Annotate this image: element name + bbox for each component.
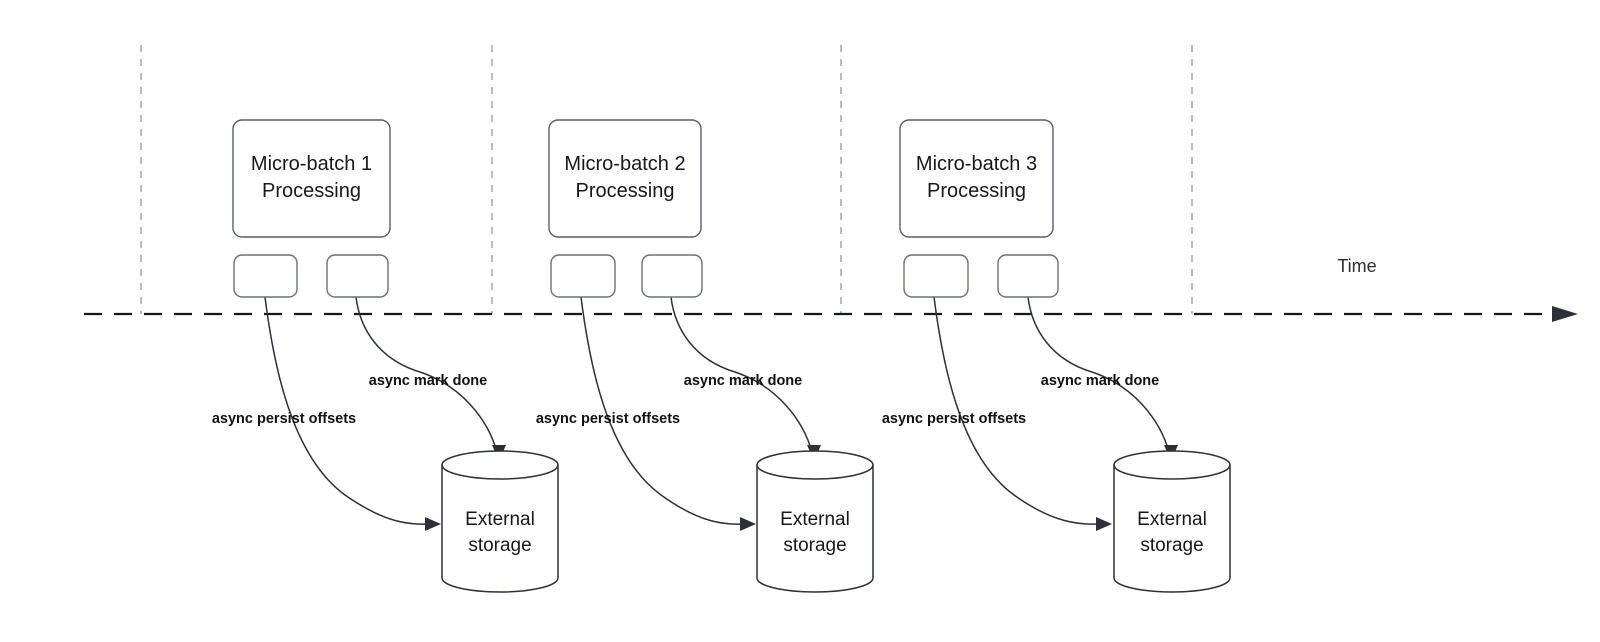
async-mark-done-3-curve (1027, 296, 1170, 453)
external-storage-3-line2: storage (1140, 535, 1203, 556)
time-axis-label: Time (1337, 256, 1376, 276)
batch-1-task-a[interactable] (233, 254, 298, 298)
async-mark-done-2-label: async mark done (684, 373, 802, 389)
async-persist-offsets-3-curve (933, 296, 1106, 525)
external-storage-2[interactable] (756, 464, 874, 593)
async-persist-offsets-3-label: async persist offsets (882, 411, 1026, 427)
async-persist-offsets-1-label: async persist offsets (212, 411, 356, 427)
nodes-layer (232, 119, 1231, 593)
external-storage-3-top (1113, 450, 1231, 480)
async-persist-offsets-2-curve (580, 296, 750, 525)
external-storage-2-line1: External (780, 509, 850, 530)
time-axis-layer (84, 306, 1578, 322)
async-persist-offsets-1-arrowhead (425, 517, 441, 531)
micro-batch-1-processing-line1: Micro-batch 1 (251, 153, 372, 175)
external-storage-1-top (441, 450, 559, 480)
tick-lines-layer (140, 45, 1193, 314)
micro-batch-3-processing[interactable] (899, 119, 1054, 238)
time-axis-arrowhead (1552, 306, 1578, 322)
external-storage-3[interactable] (1113, 464, 1231, 593)
micro-batch-3-processing-line1: Micro-batch 3 (916, 153, 1037, 175)
micro-batch-2-processing-line2: Processing (576, 180, 675, 202)
external-storage-2-top (756, 450, 874, 480)
async-mark-done-1-label: async mark done (369, 373, 487, 389)
batch-3-task-a[interactable] (903, 254, 969, 298)
external-storage-2-line2: storage (783, 535, 846, 556)
micro-batch-2-processing[interactable] (548, 119, 702, 238)
async-persist-offsets-2-arrowhead (740, 517, 756, 531)
batch-2-task-b[interactable] (641, 254, 703, 298)
async-mark-done-2-curve (670, 296, 813, 453)
async-persist-offsets-1-curve (264, 296, 435, 525)
micro-batch-3-processing-line2: Processing (927, 180, 1026, 202)
async-persist-offsets-3-arrowhead (1096, 517, 1112, 531)
async-mark-done-1-curve (355, 296, 498, 453)
micro-batch-2-processing-line1: Micro-batch 2 (564, 153, 685, 175)
batch-3-task-b[interactable] (997, 254, 1059, 298)
micro-batch-1-processing[interactable] (232, 119, 391, 238)
batch-1-task-b[interactable] (326, 254, 389, 298)
external-storage-1-line1: External (465, 509, 535, 530)
batch-2-task-a[interactable] (550, 254, 616, 298)
async-mark-done-3-label: async mark done (1041, 373, 1159, 389)
edges-layer (264, 296, 1178, 531)
external-storage-3-line1: External (1137, 509, 1207, 530)
micro-batch-1-processing-line2: Processing (262, 180, 361, 202)
external-storage-1-line2: storage (468, 535, 531, 556)
async-persist-offsets-2-label: async persist offsets (536, 411, 680, 427)
external-storage-1[interactable] (441, 464, 559, 593)
